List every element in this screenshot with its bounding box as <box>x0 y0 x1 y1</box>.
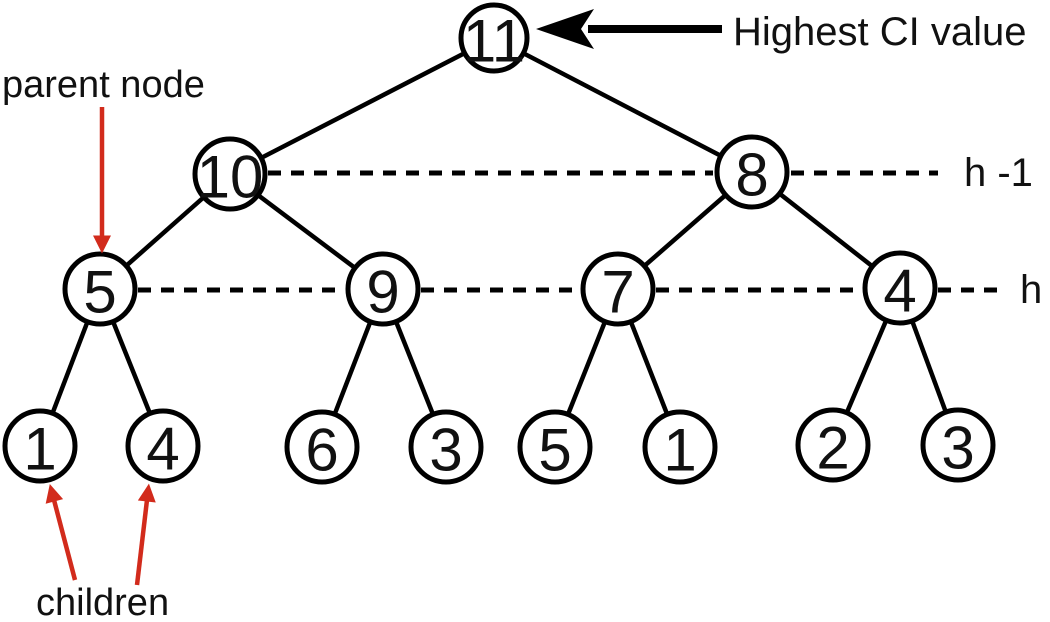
node-value: 7 <box>601 259 634 326</box>
level-label-h-minus-1: h -1 <box>964 151 1033 195</box>
node-value: 2 <box>816 415 849 482</box>
highest-ci-arrow-head-icon <box>536 9 594 49</box>
node-circle <box>284 409 360 485</box>
node-value: 4 <box>146 416 179 483</box>
node-circle <box>408 409 484 485</box>
tree-edge-n11-n8 <box>492 36 754 174</box>
node-value: 1 <box>23 416 56 483</box>
tree-node-n10: 10 <box>192 136 268 212</box>
annotation-parent-node-label: parent node <box>2 64 205 106</box>
annotation-highest-ci-label: Highest CI value <box>733 10 1026 54</box>
node-circle <box>125 408 201 484</box>
tree-node-l1b: 1 <box>642 409 718 485</box>
tree-node-n5: 5 <box>62 251 138 327</box>
tree-node-l1a: 1 <box>2 408 78 484</box>
node-value: 5 <box>83 259 116 326</box>
node-circle <box>580 251 656 327</box>
tree-node-l3b: 3 <box>920 407 996 483</box>
node-circle <box>714 134 790 210</box>
tree-node-l6: 6 <box>284 409 360 485</box>
tree-node-n8: 8 <box>714 134 790 210</box>
node-circle <box>62 251 138 327</box>
tree-node-l4a: 4 <box>125 408 201 484</box>
level-label-h: h <box>1020 268 1042 312</box>
tree-node-l5: 5 <box>517 409 593 485</box>
node-value: 3 <box>429 417 462 484</box>
children-arrow-left <box>45 484 78 581</box>
tree-node-n9: 9 <box>345 251 421 327</box>
annotation-children-label: children <box>36 582 169 622</box>
tree-node-l3a: 3 <box>408 409 484 485</box>
node-value: 9 <box>366 259 399 326</box>
node-value: 1 <box>663 417 696 484</box>
node-circle <box>795 407 871 483</box>
node-circle <box>458 2 530 74</box>
node-circle <box>642 409 718 485</box>
node-value: 10 <box>197 144 264 211</box>
node-value: 6 <box>305 417 338 484</box>
node-circle <box>920 407 996 483</box>
node-value: 5 <box>538 417 571 484</box>
node-value: 11 <box>463 8 525 75</box>
node-value: 3 <box>941 415 974 482</box>
node-circle <box>862 250 938 326</box>
node-circle <box>517 409 593 485</box>
node-value: 4 <box>883 258 916 325</box>
tree-node-l2: 2 <box>795 407 871 483</box>
tree-node-n4: 4 <box>862 250 938 326</box>
node-circle <box>2 408 78 484</box>
tree-node-n7: 7 <box>580 251 656 327</box>
node-value: 8 <box>735 142 768 209</box>
node-circle <box>345 251 421 327</box>
tree-edge-n11-n10 <box>228 35 496 177</box>
tree-node-n11: 11 <box>458 2 530 75</box>
children-arrow-right <box>134 483 156 586</box>
node-circle <box>192 136 268 212</box>
